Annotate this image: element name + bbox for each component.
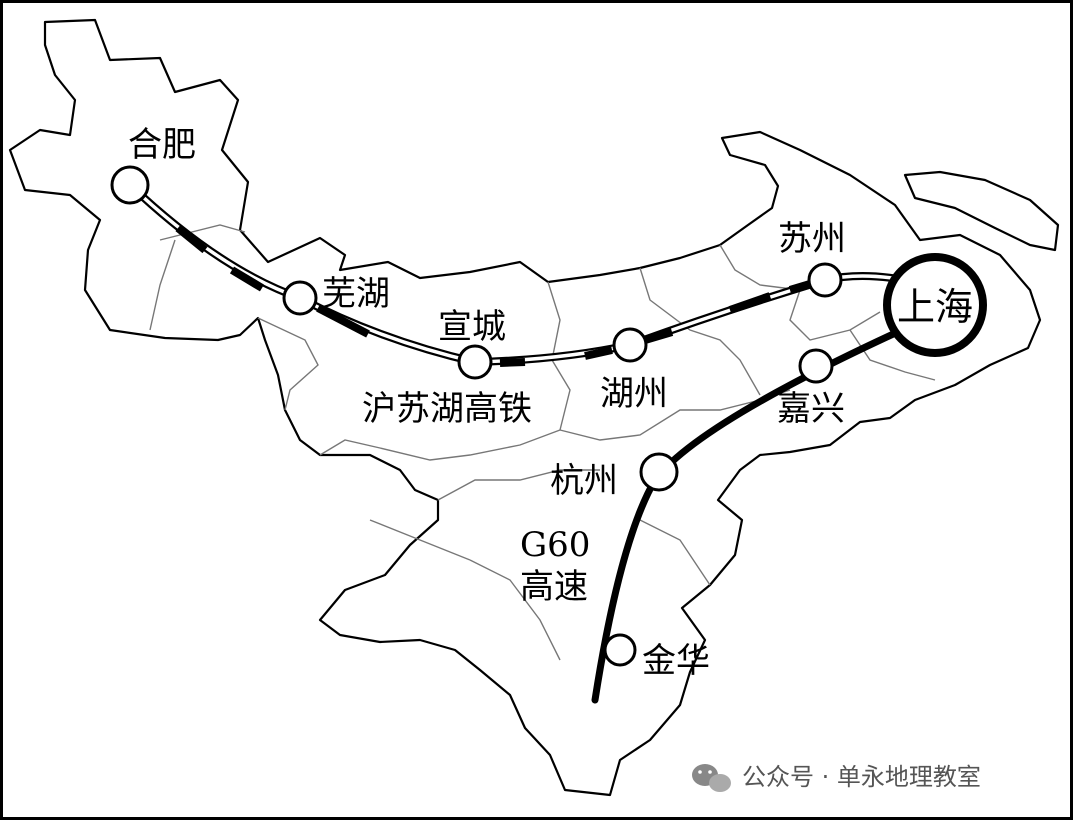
city-label-jiaxing: 嘉兴 bbox=[777, 389, 845, 429]
city-label-hefei: 合肥 bbox=[128, 125, 196, 165]
city-label-hangzhou: 杭州 bbox=[550, 461, 618, 501]
city-marker-jiaxing bbox=[798, 348, 834, 384]
highway-label-code: G60 bbox=[520, 525, 590, 565]
highway-label-text: 高速 bbox=[520, 567, 588, 607]
city-marker-suzhou bbox=[807, 262, 843, 298]
watermark: 公众号 · 单永地理教室 bbox=[692, 763, 981, 792]
city-label-shanghai: 上海 bbox=[897, 285, 973, 329]
city-label-huzhou: 湖州 bbox=[600, 374, 668, 414]
city-marker-hefei bbox=[110, 165, 150, 205]
city-label-wuhu: 芜湖 bbox=[322, 274, 390, 314]
city-marker-xuancheng bbox=[457, 344, 493, 380]
city-label-jinhua: 金华 bbox=[642, 641, 710, 681]
island-outline bbox=[903, 170, 1060, 252]
city-marker-wuhu bbox=[282, 280, 318, 316]
city-marker-shanghai bbox=[883, 253, 987, 357]
wechat-icon bbox=[692, 764, 731, 792]
city-label-suzhou: 苏州 bbox=[778, 219, 846, 259]
watermark-text: 公众号 · 单永地理教室 bbox=[742, 763, 981, 791]
railway-line bbox=[127, 182, 906, 367]
region-outline bbox=[8, 18, 1042, 797]
city-marker-huzhou bbox=[612, 327, 648, 363]
city-marker-jinhua bbox=[603, 633, 637, 667]
railway-label: 沪苏湖高铁 bbox=[362, 389, 532, 429]
city-label-xuancheng: 宣城 bbox=[438, 307, 506, 347]
city-marker-hangzhou bbox=[639, 452, 679, 492]
